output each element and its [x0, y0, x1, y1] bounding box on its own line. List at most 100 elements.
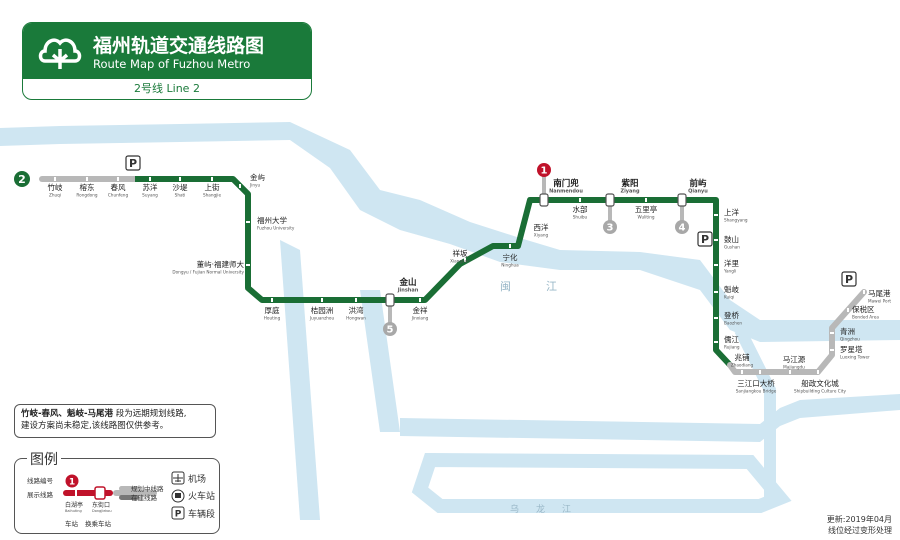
station-name-cn: 兆铺	[735, 352, 750, 362]
station-tick	[579, 198, 581, 202]
river-labels: 闽江乌龙江	[500, 280, 571, 515]
depot-icon	[171, 506, 185, 520]
station-tick	[179, 177, 181, 181]
station-name-cn: 青洲	[840, 326, 855, 336]
footer-note: 更新:2019年04月 线位经过变形处理	[827, 514, 892, 536]
station-tick	[464, 258, 466, 262]
legend-station-tick	[75, 489, 77, 497]
station-tick	[714, 214, 718, 216]
line-label: 2号线 Line 2	[134, 82, 200, 95]
depot-icon-glyph: P	[845, 273, 853, 286]
station-name-cn: 上洋	[724, 207, 739, 217]
legend-depot: 车辆段	[188, 508, 215, 520]
station-name-en: Jinyu	[249, 183, 261, 188]
line-2-badge-number: 2	[18, 173, 26, 186]
station-tick	[355, 298, 357, 302]
station-name-cn: 春风	[111, 182, 126, 192]
station-name-cn: 前屿	[689, 178, 707, 189]
station-tick	[239, 184, 241, 188]
station-name-cn: 保税区	[852, 304, 875, 314]
station-name-cn: 魁岐	[724, 284, 739, 294]
station-name-en: Zhaodiang	[731, 363, 754, 368]
station-tick	[149, 177, 151, 181]
footer-disclaimer: 线位经过变形处理	[828, 526, 892, 535]
legend-transfer: 换乘车站	[85, 519, 112, 528]
station-name-cn: 福州大学	[257, 215, 287, 225]
station-name-cn: 桔园洲	[311, 305, 334, 315]
station-tick	[741, 370, 743, 374]
station-tick	[86, 177, 88, 181]
station-tick	[714, 341, 718, 343]
legend-graphics: 线路编号 展示线路 1 白湖亭 Baihuting 东街口 Dongjiekou…	[27, 471, 215, 528]
legend-planned: 规划中线路	[131, 484, 164, 493]
legend-transfer-sample: 东街口	[92, 501, 110, 509]
station-tick	[830, 332, 834, 334]
station-name-en: Shangjie	[203, 193, 222, 198]
station-name-en: Nanmendou	[549, 189, 583, 195]
legend-transfer-sample-en: Dongjiekou	[92, 509, 112, 513]
station-tick	[714, 317, 718, 319]
legend: 图例 线路编号 展示线路 1 白湖亭 Baihuting 东街口 Dongjie…	[14, 449, 220, 534]
station-name-en: Hongwan	[346, 316, 366, 321]
station-name-en: Ninghua	[501, 263, 519, 268]
station-name-cn: 紫阳	[621, 178, 638, 189]
station-name-cn: 竹岐	[48, 182, 63, 192]
station-name-en: Wuliting	[637, 215, 654, 220]
line-2-route	[135, 176, 733, 368]
station-name-en: Jinshan	[397, 288, 419, 294]
line-4-badge-icon	[675, 220, 689, 234]
station-name-en: Houting	[264, 316, 281, 321]
station-name-cn: 洋里	[724, 258, 739, 268]
station-name-en: Qingzhou	[840, 337, 860, 342]
station-name-en: Majiangdu	[783, 365, 805, 370]
station-tick	[211, 177, 213, 181]
station-name-en: Chunfeng	[108, 193, 129, 198]
title-banner: 福州轨道交通线路图 Route Map of Fuzhou Metro	[23, 23, 311, 79]
station-tick	[530, 221, 534, 223]
station-name-en: Rujiang	[724, 345, 740, 350]
line-3-badge-icon	[603, 220, 617, 234]
river-label-wulong: 江	[562, 504, 571, 515]
station-name-cn: 上街	[205, 182, 220, 192]
station-name-cn: 儒江	[724, 334, 739, 344]
legend-station: 车站	[65, 519, 79, 528]
depot-icon-glyph: P	[129, 157, 137, 170]
transfer-marker-icon	[539, 193, 549, 207]
station-name-cn: 祥坂	[453, 248, 468, 258]
map-title-en: Route Map of Fuzhou Metro	[93, 57, 251, 71]
station-name-en: Baozhen	[724, 321, 742, 326]
station-name-cn: 厚庭	[265, 305, 280, 315]
note-text-2: 建设方案尚未稳定,该线路图仅供参考。	[21, 421, 169, 431]
station-tick	[321, 298, 323, 302]
station-tick	[246, 221, 250, 223]
map-title-cn: 福州轨道交通线路图	[93, 35, 265, 57]
station-name-en: Shati	[175, 193, 186, 198]
station-name-en: Gushan	[724, 245, 740, 250]
station-tick	[714, 264, 718, 266]
station-name-en: Zhuqi	[49, 193, 61, 198]
station-name-cn: 宁化	[503, 252, 518, 262]
station-name-en: Xiyang	[534, 233, 549, 238]
station-tick	[117, 177, 119, 181]
station-tick	[419, 298, 421, 302]
legend-railway: 火车站	[188, 490, 215, 502]
legend-line-color: 展示线路	[27, 490, 54, 499]
line-5-badge-number: 5	[387, 325, 394, 336]
